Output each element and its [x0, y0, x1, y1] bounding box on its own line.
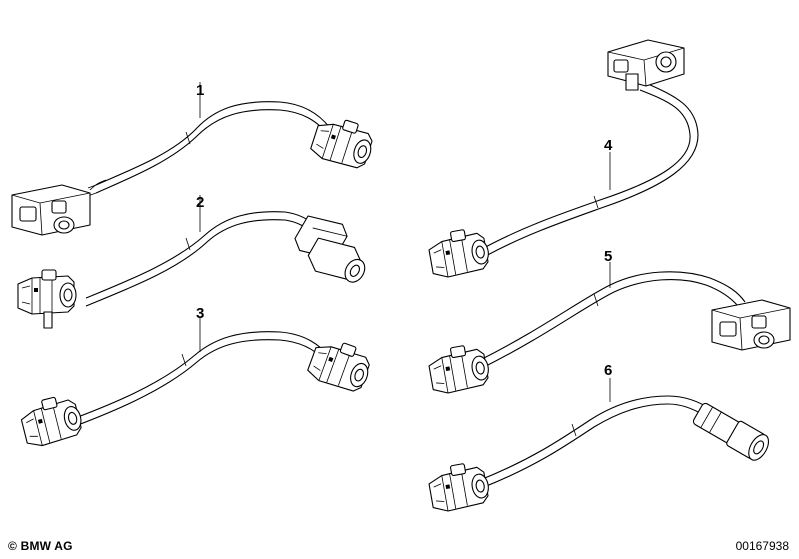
cable-assembly-5: 5: [426, 248, 791, 397]
connector-6-right: [692, 402, 770, 461]
cable-assembly-2: 2: [17, 194, 366, 329]
cable-5: [479, 271, 746, 361]
cable-2: [85, 211, 319, 299]
connector-2-right: [294, 215, 366, 283]
connector-2-left: [17, 269, 77, 315]
document-number: 00167938: [735, 539, 789, 553]
cable-3: [69, 331, 329, 421]
cable-assembly-1: 1: [11, 82, 379, 236]
connector-6-left: [426, 459, 492, 515]
callout-3: 3: [196, 305, 204, 322]
connector-5-right: [711, 299, 791, 351]
connector-4-top: [607, 39, 685, 91]
callout-6: 6: [604, 362, 612, 379]
connector-1-left: [11, 184, 91, 236]
connector-1-right: [308, 111, 379, 173]
copyright-label: © BMW AG: [8, 539, 73, 553]
cable-assembly-6: 6: [426, 362, 770, 515]
callout-4: 4: [604, 137, 613, 154]
cable-4: [479, 89, 691, 251]
callout-1: 1: [196, 82, 204, 99]
connector-5-left: [426, 341, 492, 397]
callout-2: 2: [196, 194, 204, 211]
cable-1: [95, 101, 331, 186]
connector-4-bottom: [426, 225, 492, 281]
connector-3-left: [17, 391, 86, 450]
cable-assembly-4: 4: [426, 39, 699, 281]
cable-assembly-3: 3: [17, 305, 376, 450]
cable-6: [479, 395, 713, 481]
callout-5: 5: [604, 248, 612, 265]
